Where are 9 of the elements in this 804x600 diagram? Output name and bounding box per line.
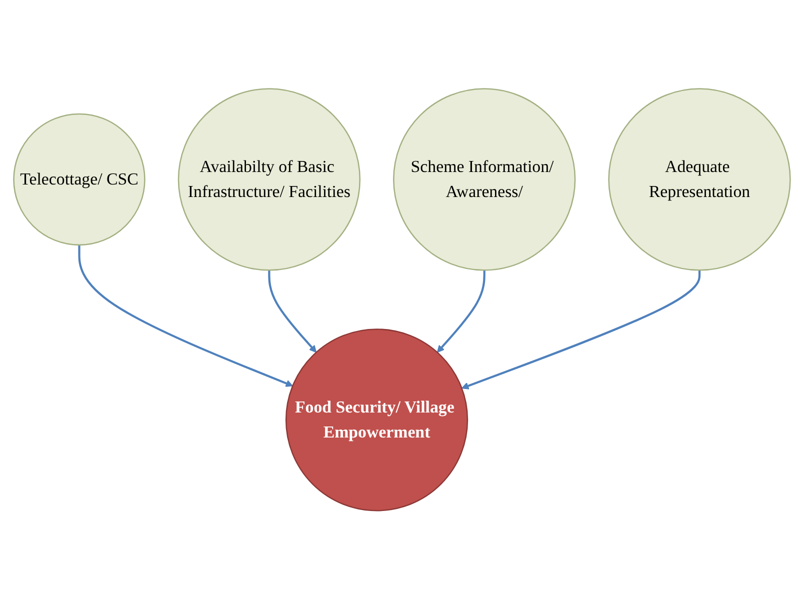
node-circle: Availabilty of Basic Infrastructure/ Facilities bbox=[178, 88, 361, 272]
arrow bbox=[78, 245, 294, 388]
arrow bbox=[461, 270, 701, 390]
node-circle: Scheme Information/ Awareness/ bbox=[393, 88, 576, 272]
node-circle: Telecottage/ CSC bbox=[13, 114, 146, 246]
node-circle: Adequate Representation bbox=[608, 88, 791, 272]
arrow bbox=[436, 270, 486, 353]
arrow bbox=[268, 270, 317, 353]
node-circle: Food Security/ Village Empowerment bbox=[285, 328, 468, 512]
